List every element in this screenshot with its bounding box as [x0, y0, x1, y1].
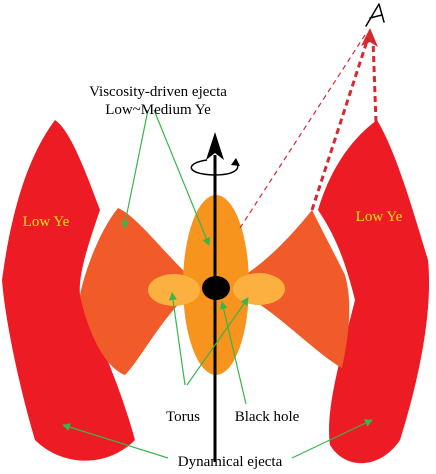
black-hole [202, 276, 230, 300]
dynamical-ejecta-left [2, 120, 135, 461]
pointer-black-hole [219, 301, 247, 405]
label-viscosity-ejecta: Viscosity-driven ejecta [89, 84, 227, 100]
label-torus: Torus [166, 409, 200, 425]
pointer-dynamical-right [291, 419, 373, 459]
label-black-hole: Black hole [235, 409, 300, 425]
dynamical-ejecta-right [318, 120, 430, 464]
pointer-viscosity-left [121, 109, 149, 229]
observer-arrowhead [361, 28, 378, 47]
line-of-sight-left-lobe [310, 37, 370, 211]
label-low-ye-right: Low Ye [356, 209, 403, 225]
label-dynamical-ejecta: Dynamical ejecta [178, 454, 283, 470]
line-of-sight-right-lobe [371, 39, 378, 123]
pointer-viscosity-center [153, 109, 211, 246]
rotation-arrow-icon [190, 158, 240, 176]
pointer-torus-left [169, 292, 186, 386]
torus-right [233, 273, 285, 305]
label-low-medium-ye: Low~Medium Ye [105, 102, 211, 118]
torus-left [148, 274, 200, 306]
pointer-dynamical-left [62, 423, 169, 459]
viscous-ejecta-left [80, 208, 188, 375]
viscous-ejecta-right [245, 210, 350, 368]
eye-icon [365, 3, 385, 27]
pointer-torus-right [186, 297, 249, 386]
line-of-sight-central [239, 34, 366, 229]
axis-arrowhead [206, 132, 224, 160]
label-low-ye-left: Low Ye [23, 214, 70, 230]
